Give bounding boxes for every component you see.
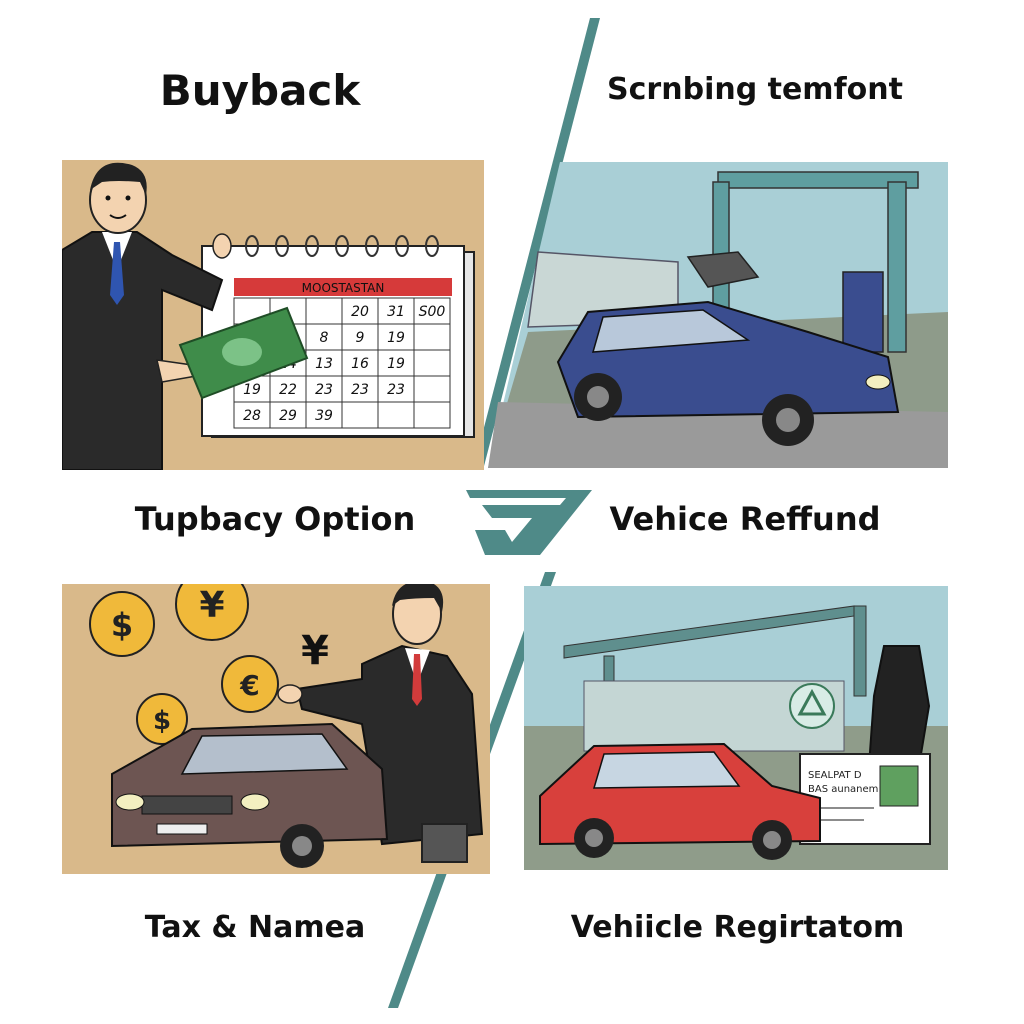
calendar-day: 23: [387, 382, 405, 398]
calendar-day: 29: [279, 408, 297, 424]
brown-car-icon: [111, 722, 389, 868]
panel-buyback: MOOSTASTAN 2031S007891914131619192223232…: [62, 160, 484, 470]
calendar-day: 31: [387, 304, 405, 320]
calendar-day: 19: [387, 330, 405, 346]
calendar-day: 23: [315, 382, 333, 398]
document-line-2: BAS aunanem: [808, 784, 878, 795]
document-icon: SEALPAT D BAS aunanem: [799, 753, 931, 845]
title-vehicle-registration: Vehiicle Regirtatom: [570, 910, 905, 945]
businessman-figure-2: [277, 584, 484, 863]
dollar-coin-text: $: [111, 606, 133, 644]
calendar-ring: [395, 235, 409, 257]
calendar-day: 13: [315, 356, 333, 372]
calendar-day: 9: [356, 330, 365, 346]
calendar-day: 8: [320, 330, 329, 346]
title-scrapping: Scrnbing temfont: [607, 72, 903, 107]
dollar-coin-text-2: $: [153, 706, 171, 736]
calendar-day: 23: [351, 382, 369, 398]
calendar-day: 16: [351, 356, 369, 372]
calendar-day: S00: [419, 304, 446, 320]
title-buyback: Buyback: [159, 66, 361, 115]
panel-scrapping: [488, 162, 948, 468]
calendar-ring: [305, 235, 319, 257]
blue-car-icon: [556, 300, 900, 446]
calendar-rings: [245, 235, 439, 257]
yen-symbol: ¥: [301, 628, 329, 674]
calendar-day: 28: [243, 408, 261, 424]
calendar-ring: [275, 235, 289, 257]
panel-tax: $ ¥ € $ ¥: [62, 584, 490, 874]
document-line-1: SEALPAT D: [808, 770, 862, 781]
divider-line-top: [473, 18, 600, 470]
calendar-day: 20: [351, 304, 369, 320]
calendar-ring: [425, 235, 439, 257]
calendar-header: MOOSTASTAN: [302, 281, 385, 295]
title-tax-name: Tax & Namea: [144, 910, 366, 945]
yen-coin-text: ¥: [199, 585, 224, 626]
calendar-day: 19: [243, 382, 261, 398]
calendar-ring: [365, 235, 379, 257]
calendar-ring: [245, 235, 259, 257]
calendar-cell: [413, 401, 451, 429]
calendar-day: 19: [387, 356, 405, 372]
calendar-day: 22: [279, 382, 297, 398]
cash-icon: [178, 306, 309, 400]
title-buyback-option: Tupbacy Option: [134, 500, 416, 538]
calendar-ring: [335, 235, 349, 257]
checkmark-icon: [466, 490, 592, 555]
red-car-icon: [539, 742, 821, 860]
panel-registration: SEALPAT D BAS aunanem: [524, 586, 948, 870]
euro-coin-text: €: [239, 669, 259, 702]
businessman-figure: [62, 162, 232, 470]
calendar-day: 39: [315, 408, 333, 424]
recycle-icon: [789, 683, 835, 729]
title-vehicle-refund: Vehice Reffund: [609, 500, 881, 538]
coins-icon: $ ¥ € $ ¥: [89, 584, 329, 745]
